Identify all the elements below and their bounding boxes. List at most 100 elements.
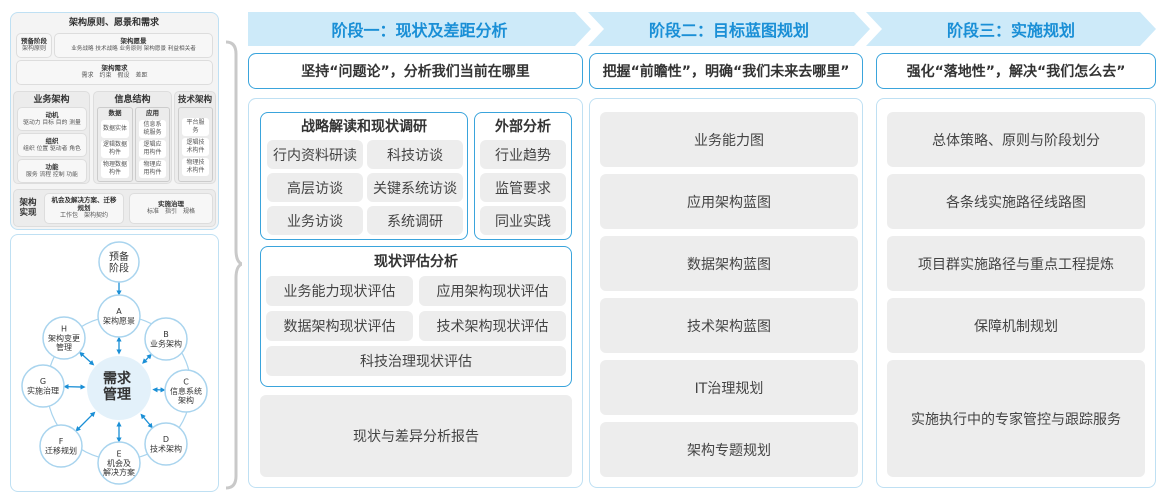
sub-title: 应用: [146, 109, 159, 117]
phase-h-label: H: [61, 325, 67, 334]
sub-item: 物理应用构件: [139, 160, 166, 178]
assessment-item: 科技治理现状评估: [266, 346, 566, 376]
external-item: 行业趋势: [480, 140, 566, 169]
assessment-title: 现状评估分析: [374, 254, 458, 270]
strategy-title: 战略解读和现状调研: [301, 119, 427, 135]
info-app-column: 应用信息系统服务逻辑应用构件物理应用构件: [135, 107, 170, 182]
assessment-item: 技术架构现状评估: [419, 311, 566, 341]
stage-1-banner: 阶段一：现状及差距分析: [248, 12, 591, 46]
implementation-item: 总体策略、原则与阶段划分: [887, 112, 1145, 167]
bidirectional-arrow: [79, 351, 95, 366]
blueprint-item: IT治理规划: [600, 360, 858, 415]
stage-3-title: 阶段三：实施规划: [946, 21, 1075, 40]
tech-item: 物理技术构件: [182, 158, 209, 176]
stage-3-banner: 阶段三：实施规划: [866, 12, 1156, 46]
stage-2-slogan: 把握“前瞻性”，明确“我们未来去哪里”: [589, 53, 863, 89]
phase-h-label: 架构变更: [48, 333, 80, 343]
opportunity-title: 机会及解决方案、迁移规划: [51, 196, 117, 212]
bidirectional-arrow: [140, 413, 153, 429]
opportunity-items: 工作包 架构契约: [59, 212, 108, 219]
implementation-item: 项目群实施路径与重点工程提炼: [887, 236, 1145, 291]
implementation-item: 实施执行中的专家管控与跟踪服务: [887, 360, 1145, 477]
phase-b-label: 业务架构: [150, 338, 182, 348]
tech-title: 技术架构: [177, 94, 212, 105]
phase-a-label: 架构愿景: [103, 315, 135, 325]
phase-d-node: [144, 422, 188, 466]
phase-c-label: 架构: [178, 395, 194, 405]
external-item: 同业实践: [480, 206, 566, 235]
phase-d-label: 技术架构: [150, 443, 182, 453]
sub-item: 逻辑数据构件: [101, 140, 129, 158]
prelim-box: 预备阶段 架构原则: [16, 33, 52, 58]
vision-box: 架构愿景 业务战略 技术战略 业务原则 架构愿景 利益相关者: [54, 33, 213, 58]
phase-h-node: [42, 316, 86, 360]
governance-items: 标准 指引 规格: [146, 208, 195, 215]
prelim-label: 阶段: [109, 261, 129, 274]
sub-item: 物理数据构件: [101, 160, 129, 178]
spacer: [179, 108, 212, 116]
business-group: 动机驱动力 目标 目的 测量: [17, 107, 87, 131]
phase-b-label: B: [163, 330, 169, 339]
requirements-center-label: 需求管理: [103, 371, 131, 403]
stage-3-panel: 总体策略、原则与阶段划分各条线实施路径线路图项目群实施路径与重点工程提炼保障机制…: [876, 98, 1156, 488]
business-group-title: 组织: [45, 137, 59, 145]
phase-h-label: 管理: [56, 342, 72, 352]
requirements-box: 架构需求 需求 约束 假设 差距: [16, 60, 213, 85]
strategy-item: 科技访谈: [367, 140, 463, 169]
tech-item: 逻辑技术构件: [182, 138, 209, 156]
stage-1-title: 阶段一：现状及差距分析: [331, 21, 508, 40]
strategy-item: 高层访谈: [267, 173, 363, 202]
gap-analysis-report: 现状与差异分析报告: [260, 395, 572, 477]
prelim-items: 架构原则: [21, 45, 46, 52]
business-title: 业务架构: [33, 95, 70, 105]
business-group-title: 动机: [45, 111, 59, 119]
togaf-content-panel: 架构原则、愿景和需求 预备阶段 架构原则 架构愿景 业务战略 技术战略 业务原则…: [10, 12, 219, 230]
blueprint-item: 架构专题规划: [600, 422, 858, 477]
business-group-items: 驱动力 目标 目的 测量: [23, 120, 81, 126]
business-group-items: 服务 流程 控制 功能: [26, 172, 78, 178]
business-group-items: 组织 位置 驱动者 角色: [23, 146, 81, 152]
stage-2-banner: 阶段二：目标蓝图规划: [588, 12, 870, 46]
phase-c-label: C: [183, 378, 189, 387]
opportunity-box: 机会及解决方案、迁移规划 工作包 架构契约: [44, 193, 124, 224]
bidirectional-arrow: [142, 353, 152, 364]
assessment-group: 现状评估分析 业务能力现状评估应用架构现状评估数据架构现状评估技术架构现状评估科…: [260, 246, 572, 387]
blueprint-item: 技术架构蓝图: [600, 298, 858, 353]
external-item: 监管要求: [480, 173, 566, 202]
tech-item: 平台服务: [182, 118, 209, 136]
info-title: 信息结构: [114, 95, 151, 105]
phase-c-label: 信息系统: [170, 386, 202, 396]
phase-g-node: [21, 364, 65, 408]
phase-d-label: D: [163, 435, 169, 444]
strategy-item: 行内资料研读: [267, 140, 363, 169]
info-data-column: 数据数据实体逻辑数据构件物理数据构件: [97, 107, 133, 182]
phase-f-node: [39, 424, 83, 468]
vision-items: 业务战略 技术战略 业务原则 架构愿景 利益相关者: [71, 46, 196, 52]
blueprint-item: 业务能力图: [600, 112, 858, 167]
realization-box: 架构实现 机会及解决方案、迁移规划 工作包 架构契约 实施治理 标准 指引 规格: [13, 189, 216, 227]
realization-title: 架构实现: [19, 198, 37, 218]
phase-f-label: 迁移规划: [45, 445, 77, 455]
governance-box: 实施治理 标准 指引 规格: [129, 193, 213, 224]
bracket-divider: [225, 40, 242, 490]
phase-b-node: [144, 317, 188, 361]
implementation-item: 保障机制规划: [887, 298, 1145, 353]
phase-a-label: A: [116, 307, 122, 316]
stage-1-slogan: 坚持“问题论”，分析我们当前在哪里: [248, 53, 583, 89]
business-group: 组织组织 位置 驱动者 角色: [17, 133, 87, 157]
blueprint-item: 数据架构蓝图: [600, 236, 858, 291]
sub-item: 数据实体: [101, 120, 129, 138]
assessment-item: 业务能力现状评估: [266, 276, 413, 306]
strategy-item: 关键系统访谈: [367, 173, 463, 202]
phase-g-label: 实施治理: [27, 385, 59, 395]
phase-e-node: [97, 441, 141, 485]
info-arch-box: 信息结构 数据数据实体逻辑数据构件物理数据构件 应用信息系统服务逻辑应用构件物理…: [93, 91, 172, 184]
sub-title: 数据: [108, 109, 122, 117]
requirements-items: 需求 约束 假设 差距: [81, 72, 148, 79]
phase-a-node: [97, 294, 141, 338]
bidirectional-arrow: [75, 411, 96, 432]
prelim-label: 预备: [109, 250, 129, 263]
adm-cycle-diagram: 预备阶段A架构愿景B业务架构C信息系统架构D技术架构E机会及解决方案F迁移规划G…: [21, 241, 208, 485]
